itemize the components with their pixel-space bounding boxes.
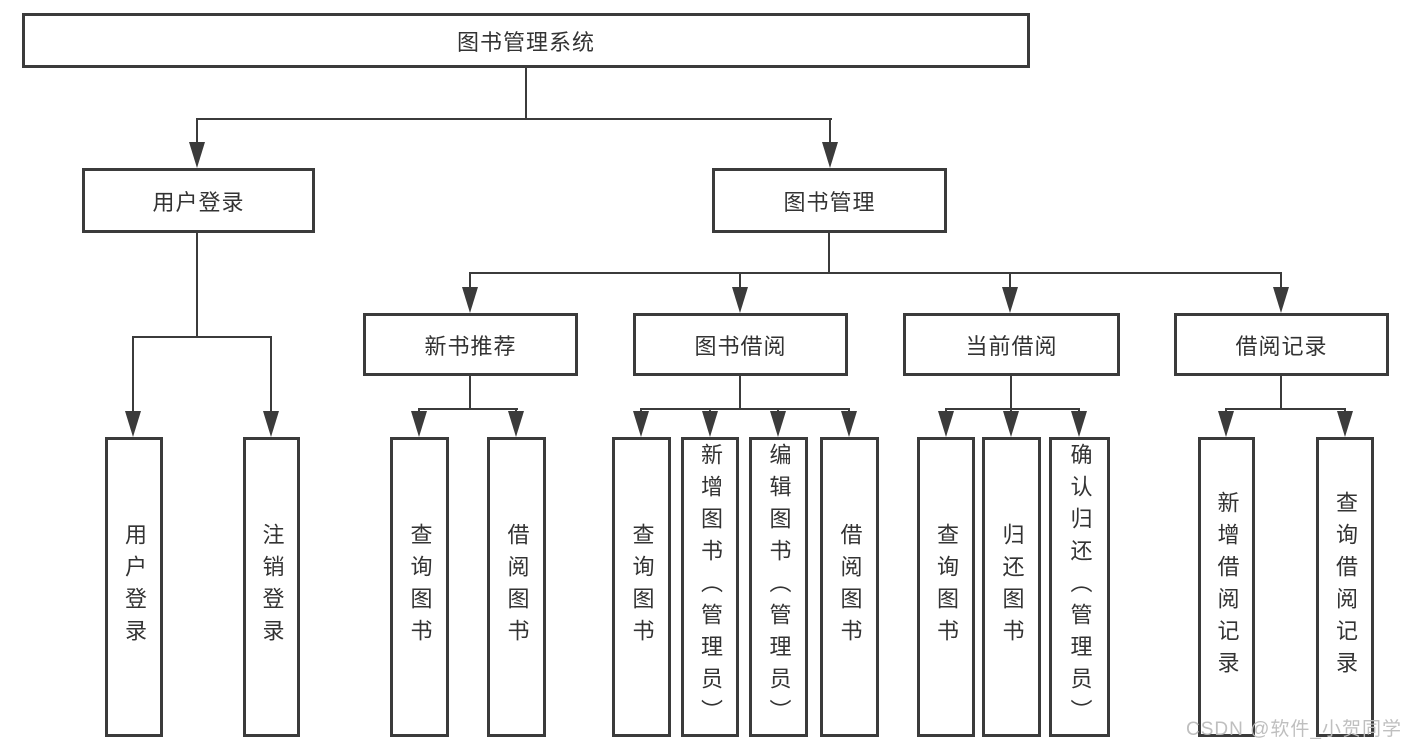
connector-line [739,272,741,289]
node-user-login-label: 用户登录 [152,189,245,215]
connector-line [418,408,518,410]
leaf-edit-book-admin: 编辑图书（管理员） [749,437,808,737]
connector-line [828,233,830,274]
arrow-down-icon [938,411,954,437]
connector-line [1280,376,1282,410]
leaf-query-books-current-label: 查询图书 [934,523,959,651]
arrow-down-icon [411,411,427,437]
leaf-query-books-current: 查询图书 [917,437,975,737]
connector-line [132,336,134,413]
leaf-return-book-label: 归还图书 [999,523,1025,651]
arrow-down-icon [702,411,718,437]
leaf-borrow-books: 借阅图书 [820,437,879,737]
leaf-logout: 注销登录 [243,437,300,737]
connector-line [196,233,198,338]
leaf-query-books-recommend-label: 查询图书 [407,523,433,651]
arrow-down-icon [1071,411,1087,437]
leaf-query-books-borrow-label: 查询图书 [629,523,655,651]
connector-line [196,118,832,120]
leaf-query-books-recommend: 查询图书 [390,437,449,737]
leaf-user-login: 用户登录 [105,437,163,737]
leaf-query-books-borrow: 查询图书 [612,437,671,737]
connector-line [1010,376,1012,410]
leaf-add-borrow-record-label: 新增借阅记录 [1214,491,1240,683]
arrow-down-icon [1337,411,1353,437]
leaf-query-borrow-record: 查询借阅记录 [1316,437,1374,737]
connector-line [1280,272,1282,289]
connector-line [1225,408,1346,410]
connector-line [196,118,198,146]
connector-line [739,376,741,410]
leaf-confirm-return-admin: 确认归还（管理员） [1049,437,1110,737]
connector-line [640,408,850,410]
arrow-down-icon [732,287,748,313]
leaf-query-borrow-record-label: 查询借阅记录 [1333,491,1358,683]
arrow-down-icon [508,411,524,437]
arrow-down-icon [189,142,205,168]
arrow-down-icon [822,142,838,168]
arrow-down-icon [1002,287,1018,313]
connector-line [270,336,272,413]
leaf-borrow-books-recommend-label: 借阅图书 [504,523,530,651]
connector-line [132,336,272,338]
node-borrow-records: 借阅记录 [1174,313,1389,376]
connector-line [469,272,1282,274]
node-new-book-recommend: 新书推荐 [363,313,578,376]
leaf-edit-book-admin-label: 编辑图书（管理员） [766,443,792,731]
arrow-down-icon [1273,287,1289,313]
leaf-add-book-admin: 新增图书（管理员） [681,437,739,737]
node-borrow-records-label: 借阅记录 [1235,333,1328,359]
node-book-management: 图书管理 [712,168,947,233]
connector-line [945,408,1080,410]
arrow-down-icon [462,287,478,313]
connector-line [525,68,527,120]
node-new-book-recommend-label: 新书推荐 [424,333,517,359]
leaf-borrow-books-recommend: 借阅图书 [487,437,546,737]
leaf-return-book: 归还图书 [982,437,1041,737]
arrow-down-icon [125,411,141,437]
leaf-add-borrow-record: 新增借阅记录 [1198,437,1255,737]
connector-line [469,272,471,289]
leaf-logout-label: 注销登录 [259,523,285,651]
node-book-management-label: 图书管理 [783,189,876,215]
leaf-add-book-admin-label: 新增图书（管理员） [698,443,723,731]
leaf-user-login-label: 用户登录 [122,523,147,651]
connector-line [829,118,831,146]
arrow-down-icon [1003,411,1019,437]
node-book-borrow-label: 图书借阅 [694,333,787,359]
node-current-borrow-label: 当前借阅 [965,333,1058,359]
node-root: 图书管理系统 [22,13,1030,68]
arrow-down-icon [263,411,279,437]
arrow-down-icon [770,411,786,437]
node-user-login: 用户登录 [82,168,315,233]
leaf-borrow-books-label: 借阅图书 [837,523,863,651]
arrow-down-icon [1218,411,1234,437]
connector-line [469,376,471,410]
node-book-borrow: 图书借阅 [633,313,848,376]
node-root-label: 图书管理系统 [456,29,595,55]
arrow-down-icon [841,411,857,437]
watermark: CSDN @软件_小贺同学 [1186,719,1402,740]
connector-line [1009,272,1011,289]
node-current-borrow: 当前借阅 [903,313,1120,376]
arrow-down-icon [633,411,649,437]
leaf-confirm-return-admin-label: 确认归还（管理员） [1067,443,1093,731]
